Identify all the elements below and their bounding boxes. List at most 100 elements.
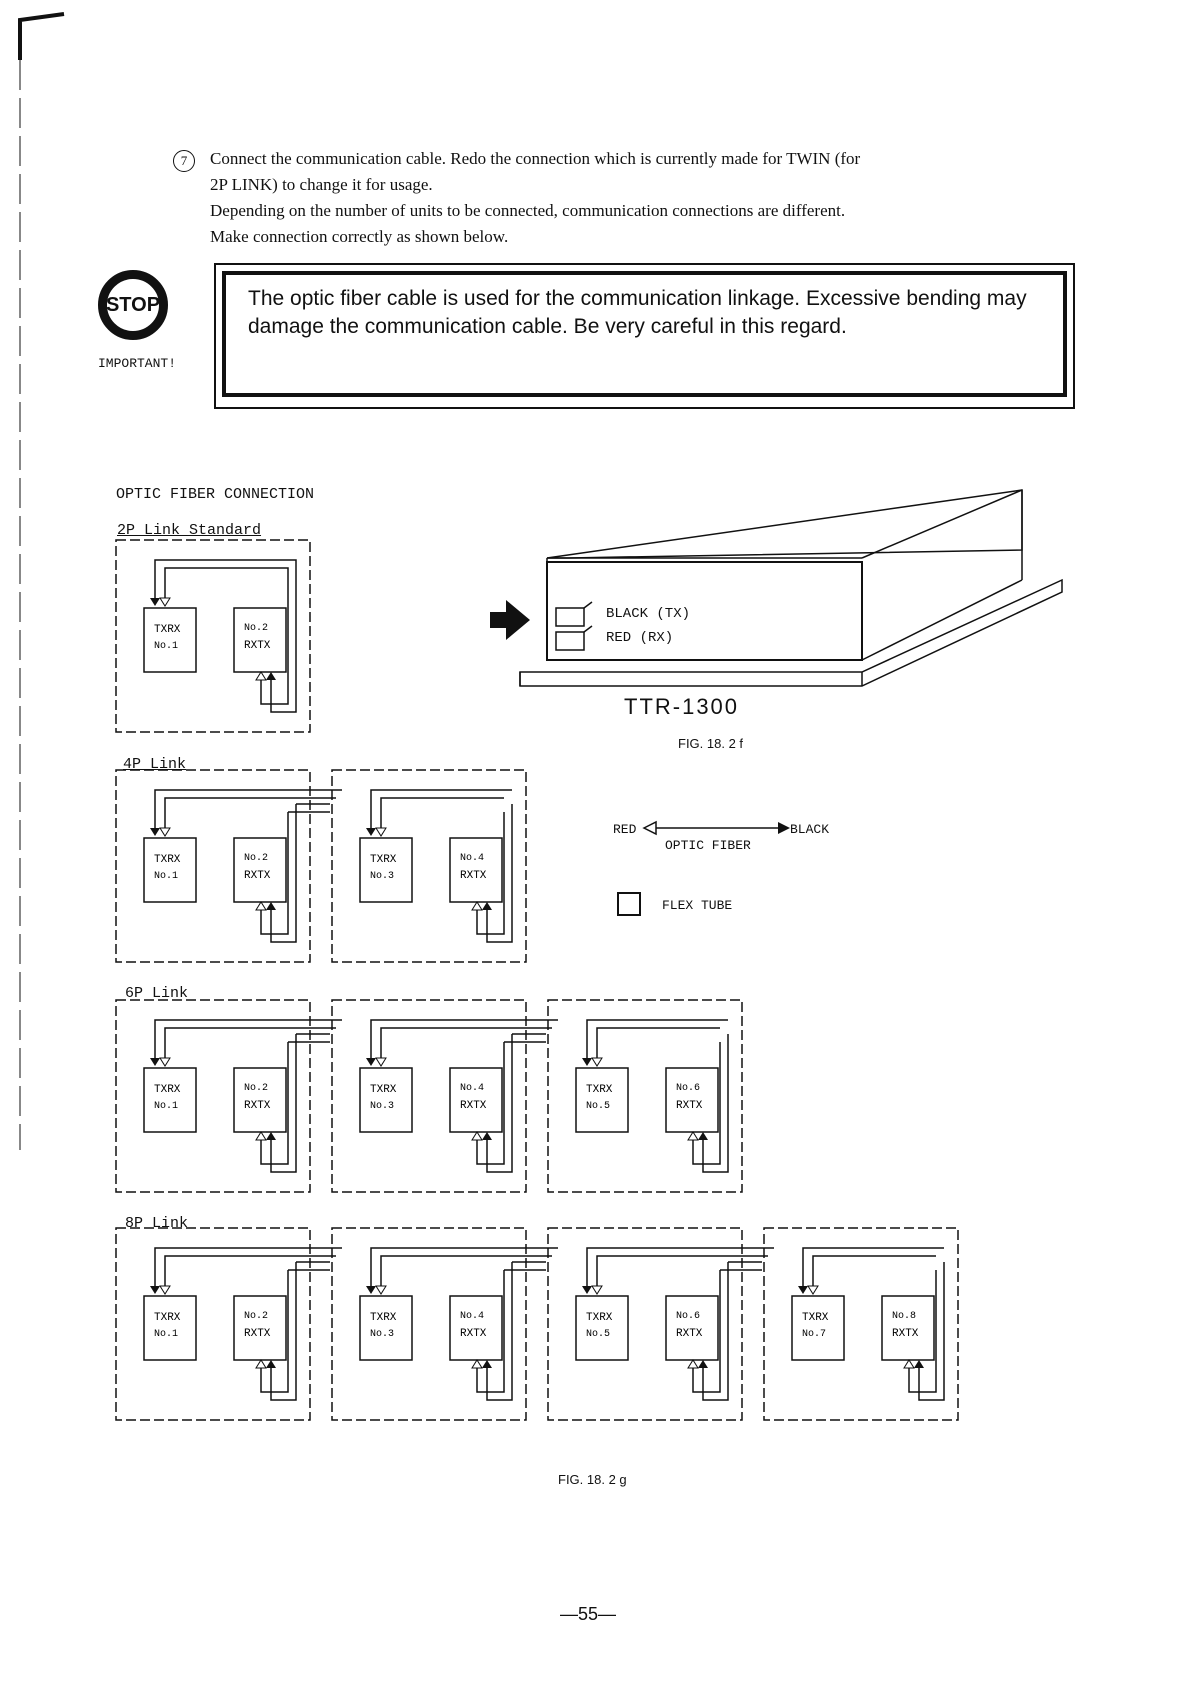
unit-port-label: TXRX [154, 624, 181, 636]
unit-label: No.3 [370, 871, 394, 882]
unit-label: No.4 [460, 1083, 484, 1094]
step-number: 7 [173, 150, 195, 172]
link-group-frame [115, 999, 311, 1193]
legend-black: BLACK [790, 822, 830, 837]
unit-port-label: RXTX [892, 1328, 919, 1340]
fiber-cable [164, 1027, 336, 1058]
link-group-frame [763, 1227, 959, 1421]
fiber-port-tx [582, 1286, 592, 1294]
port-red-label: RED (RX) [606, 630, 674, 646]
unit-box [359, 1295, 413, 1361]
fiber-port-tx [798, 1286, 808, 1294]
legend-flex: FLEX TUBE [662, 898, 733, 913]
fiber-cable [692, 1270, 721, 1393]
legend-fiber: OPTIC FIBER [665, 838, 751, 853]
fiber-cable [596, 1027, 720, 1058]
fiber-port-rx [159, 827, 171, 837]
unit-box [143, 1295, 197, 1361]
unit-label: No.6 [676, 1311, 700, 1322]
fiber-cable [596, 1255, 768, 1286]
fiber-cable [154, 1019, 342, 1058]
fiber-port-tx [266, 1360, 276, 1368]
unit-box [233, 837, 287, 903]
unit-port-label: RXTX [676, 1100, 703, 1112]
fiber-port-tx [266, 1132, 276, 1140]
fiber-port-rx [375, 1285, 387, 1295]
unit-box [575, 1067, 629, 1133]
fiber-port-tx [482, 1132, 492, 1140]
unit-label: No.1 [154, 1101, 178, 1112]
unit-port-label: RXTX [460, 870, 487, 882]
fiber-cable [154, 1247, 342, 1286]
unit-port-label: TXRX [586, 1312, 613, 1324]
fiber-port-rx [471, 901, 483, 911]
fiber-port-rx [687, 1131, 699, 1141]
fiber-cable [802, 1247, 944, 1286]
fiber-cable [476, 812, 505, 935]
link-group-frame [115, 1227, 311, 1421]
fiber-cable [164, 1255, 336, 1286]
unit-port-label: TXRX [586, 1084, 613, 1096]
fiber-cable [370, 789, 512, 828]
unit-box [665, 1295, 719, 1361]
unit-label: No.1 [154, 871, 178, 882]
link-group-frame [115, 539, 311, 733]
unit-label: No.1 [154, 1329, 178, 1340]
unit-box [791, 1295, 845, 1361]
port-black-label: BLACK (TX) [606, 606, 691, 622]
unit-port-label: TXRX [370, 1084, 397, 1096]
unit-label: No.5 [586, 1101, 610, 1112]
fiber-cable [154, 789, 342, 828]
unit-label: No.2 [244, 853, 268, 864]
fiber-cable [918, 1262, 945, 1401]
unit-label: No.5 [586, 1329, 610, 1340]
fiber-cable [270, 1034, 297, 1173]
unit-label: No.2 [244, 1311, 268, 1322]
fiber-port-tx [150, 1058, 160, 1066]
unit-label: No.8 [892, 1311, 916, 1322]
fiber-cable [270, 804, 297, 943]
unit-box [881, 1295, 935, 1361]
fiber-cable [380, 797, 504, 828]
unit-label: No.4 [460, 1311, 484, 1322]
fiber-port-rx [591, 1285, 603, 1295]
fiber-port-tx [150, 598, 160, 606]
unit-port-label: RXTX [460, 1328, 487, 1340]
fiber-cable [164, 797, 336, 828]
fiber-port-tx [582, 1058, 592, 1066]
unit-port-label: TXRX [154, 1084, 181, 1096]
figure-caption-g: FIG. 18. 2 g [558, 1472, 627, 1487]
fiber-port-rx [375, 827, 387, 837]
figure-caption-f: FIG. 18. 2 f [678, 736, 744, 751]
link-group-frame [331, 769, 527, 963]
fiber-port-tx [266, 672, 276, 680]
fiber-port-tx [266, 902, 276, 910]
link-group-frame [331, 999, 527, 1193]
unit-box [143, 607, 197, 673]
fiber-port-rx [159, 1285, 171, 1295]
unit-box [575, 1295, 629, 1361]
fiber-cable [692, 1042, 721, 1165]
unit-port-label: TXRX [154, 854, 181, 866]
unit-port-label: RXTX [244, 1328, 271, 1340]
fiber-port-rx [255, 1359, 267, 1369]
fiber-cable [270, 1262, 297, 1401]
fiber-cable [260, 1270, 289, 1393]
fiber-cable [586, 1019, 728, 1058]
unit-label: No.6 [676, 1083, 700, 1094]
stop-icon: STOP [98, 270, 168, 340]
unit-box [449, 1067, 503, 1133]
link-group-frame [115, 769, 311, 963]
fiber-cable [486, 804, 513, 943]
fiber-port-tx [482, 1360, 492, 1368]
link-group-frame [547, 1227, 743, 1421]
fiber-cable [476, 1042, 505, 1165]
fiber-cable [370, 1247, 558, 1286]
unit-box [233, 1067, 287, 1133]
unit-port-label: RXTX [460, 1100, 487, 1112]
unit-box [449, 1295, 503, 1361]
unit-port-label: RXTX [244, 640, 271, 652]
fiber-port-rx [687, 1359, 699, 1369]
fiber-port-rx [471, 1131, 483, 1141]
device-illustration [490, 489, 1063, 687]
